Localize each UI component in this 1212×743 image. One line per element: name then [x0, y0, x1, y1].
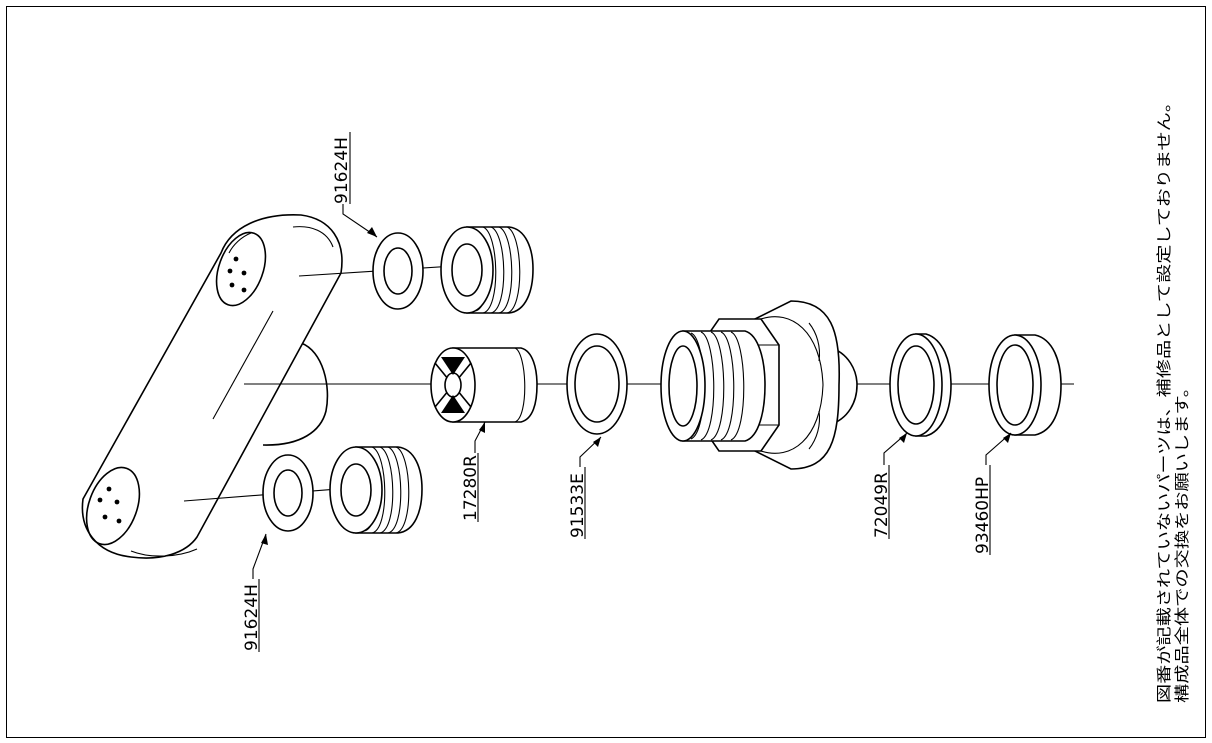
part-number: 91533E: [568, 473, 588, 538]
label-gasket-top: 91624H: [332, 132, 352, 204]
drawing-frame: 91624H 91624H 17280R 91533E 72049R 93460…: [6, 6, 1206, 738]
threaded-fitting-bottom: [329, 446, 423, 534]
exploded-parts-diagram: 91624H 91624H 17280R 91533E 72049R 93460…: [81, 93, 1191, 703]
note-line-1: 図番が記載されていないパーツは、補修品として設定しておりません。: [1155, 93, 1173, 703]
ring: [889, 333, 952, 437]
cartridge: [430, 347, 538, 423]
gasket-top: [372, 232, 424, 310]
part-number: 72049R: [872, 472, 892, 538]
label-cartridge: 17280R: [461, 453, 481, 522]
label-ring: 72049R: [872, 465, 892, 539]
label-cap: 93460HP: [973, 465, 993, 555]
spray-hole: [114, 499, 120, 505]
spray-hole: [241, 287, 247, 293]
spray-hole: [241, 270, 247, 276]
packing-large: [566, 333, 628, 435]
gasket-bottom: [262, 454, 314, 532]
cap: [988, 334, 1062, 436]
spray-hole: [116, 518, 122, 524]
spray-hole: [102, 514, 108, 520]
note-line-2: 構成品全体での交換をお願いします。: [1173, 378, 1191, 703]
label-gasket-bottom: 91624H: [242, 579, 262, 652]
union-nut: [660, 300, 858, 470]
part-number: 17280R: [461, 455, 481, 521]
spray-hole: [97, 497, 103, 503]
part-number: 91624H: [242, 584, 262, 651]
spray-hole: [229, 282, 235, 288]
leader-lines: [252, 204, 1012, 579]
threaded-fitting-top: [440, 226, 534, 314]
spray-hole: [106, 486, 112, 492]
label-packing-large: 91533E: [568, 467, 588, 539]
part-number: 91624H: [332, 137, 352, 204]
part-number: 93460HP: [973, 477, 993, 554]
spray-hole: [227, 268, 233, 274]
spray-hole: [233, 256, 239, 262]
